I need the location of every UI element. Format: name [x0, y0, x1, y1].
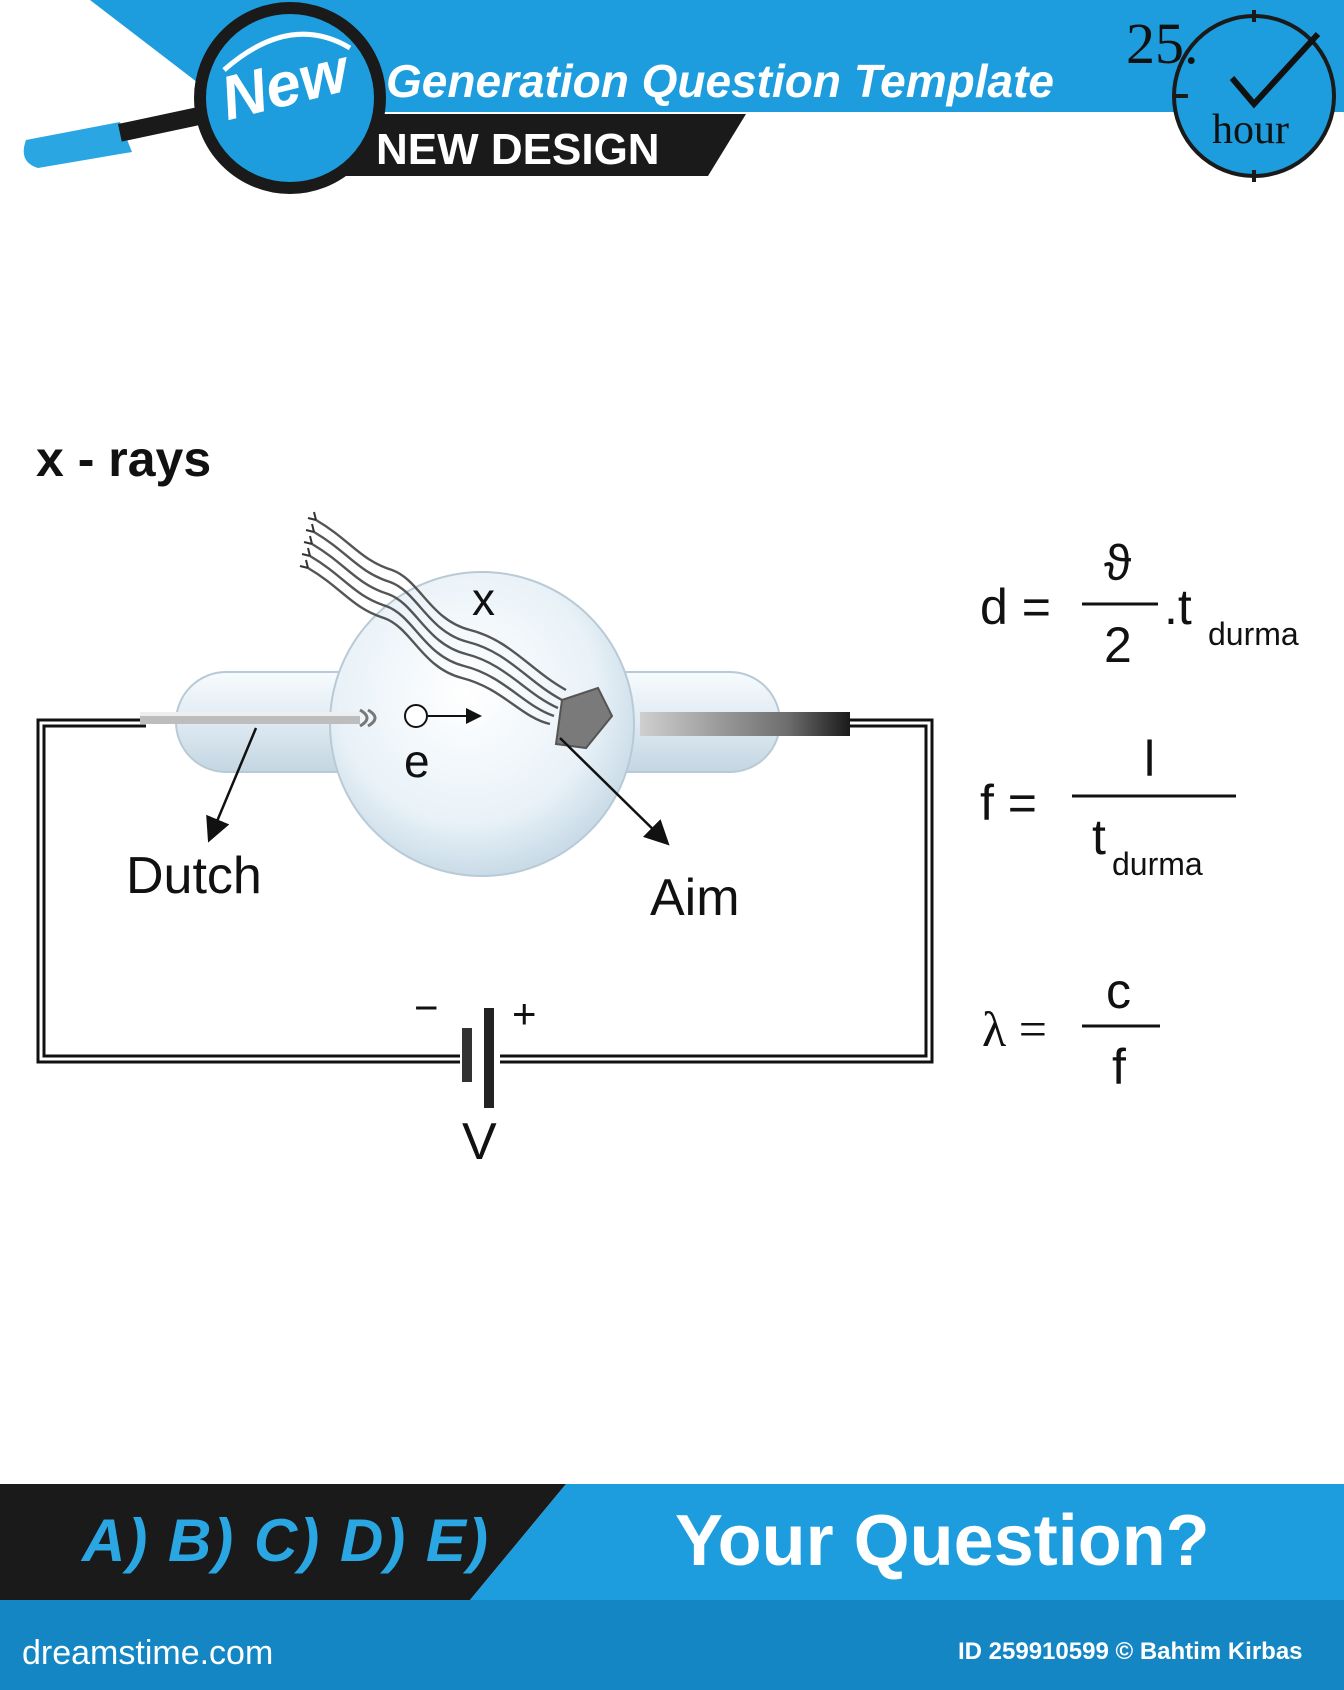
label-x: x: [472, 573, 495, 625]
footer-site-bar: [0, 1600, 1344, 1690]
xray-tube: [140, 571, 850, 877]
formula-2-denominator: t: [1092, 809, 1106, 865]
battery-short-plate: [462, 1028, 472, 1082]
xray-waves: [307, 518, 567, 726]
clock-check: [1229, 31, 1321, 109]
formula-2-numerator: l: [1144, 731, 1156, 787]
formula-2-lhs: f =: [980, 775, 1037, 831]
formula-2-subscript: durma: [1112, 846, 1203, 882]
footer-answer-bar: [0, 1484, 566, 1600]
clock-unit: hour: [1212, 107, 1289, 153]
formula-3-lhs: λ =: [982, 1001, 1047, 1057]
battery-minus: −: [414, 984, 439, 1031]
formula-3-denominator: f: [1112, 1039, 1126, 1095]
header-banner: [90, 0, 1344, 112]
battery-plus: +: [512, 990, 537, 1037]
label-aim: Aim: [650, 869, 740, 927]
circuit-wire: [36, 718, 934, 1064]
battery-voltage-label: V: [462, 1113, 497, 1171]
label-dutch: Dutch: [126, 847, 262, 905]
question-prompt: Your Question?: [675, 1501, 1210, 1581]
electron-dot: [404, 704, 428, 728]
header-title: Generation Question Template: [386, 55, 1054, 107]
formula-3-numerator: c: [1106, 963, 1131, 1019]
aim-pointer-arrow: [559, 737, 670, 846]
dutch-pointer-arrow: [206, 727, 258, 843]
label-e: e: [404, 735, 430, 787]
formula-1-numerator: ϑ: [1104, 535, 1132, 591]
magnifier-handle: [23, 122, 132, 168]
header-subtitle: NEW DESIGN: [376, 125, 660, 174]
battery-long-plate: [484, 1008, 494, 1108]
image-credit: ID 259910599 © Bahtim Kirbas: [958, 1638, 1303, 1665]
footer-question-bar: [470, 1484, 1344, 1600]
diagram-title: x - rays: [36, 431, 212, 487]
formula-1-denominator: 2: [1104, 617, 1132, 673]
formula-1-lhs: d =: [980, 579, 1051, 635]
formula-1-tail: .t: [1164, 579, 1192, 635]
answer-options: A) B) C) D) E): [82, 1507, 490, 1574]
site-name: dreamstime.com: [22, 1634, 274, 1672]
header-subtitle-bar: [312, 114, 746, 176]
formula-1-subscript: durma: [1208, 616, 1299, 652]
clock-number: 25.: [1126, 11, 1199, 76]
